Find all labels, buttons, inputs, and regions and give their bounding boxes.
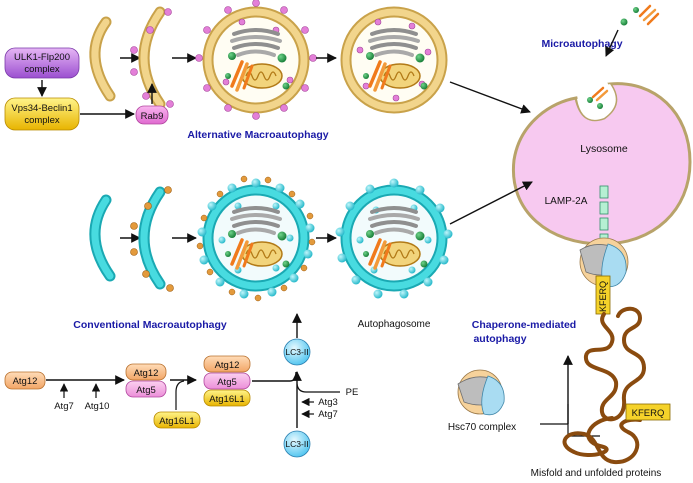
pe-label: PE: [346, 387, 359, 398]
hsc70-complex: [457, 369, 505, 416]
arrow-micro: [605, 29, 619, 57]
atg16l1c-label: Atg16L1: [209, 394, 244, 405]
atg3-label: Atg3: [318, 397, 338, 408]
rab9: Rab9: [135, 105, 169, 125]
lc3-i-bottom: LC3-II: [283, 430, 311, 458]
atg7-label: Atg7: [54, 401, 74, 412]
atg12-label: Atg12: [13, 376, 38, 387]
ulk1-complex: ULK1-Flp200 complex: [4, 47, 80, 79]
hsc70-label: Hsc70 complex: [448, 422, 516, 433]
atg-complex: Atg12 Atg5 Atg16L1: [203, 355, 251, 407]
ulk1-label-1: ULK1-Flp200: [14, 52, 70, 63]
rab9-label: Rab9: [141, 111, 164, 122]
atg12-pill: Atg12: [4, 371, 46, 390]
vps34-label-2: complex: [24, 115, 60, 126]
lc3-top-label: LC3-II: [285, 347, 308, 357]
alt-autophagosome-2: [340, 6, 448, 114]
cma-label-2: autophagy: [473, 333, 526, 345]
lamp-label: LAMP-2A: [545, 196, 588, 207]
conventional-label: Conventional Macroautophagy: [73, 319, 227, 331]
conv-autophagosome-2: [335, 178, 453, 299]
ulk1-label-2: complex: [24, 64, 60, 75]
atg10-label: Atg10: [85, 401, 110, 412]
atg16l1-pill: Atg16L1: [153, 411, 201, 429]
arrow-conv-to-lysosome: [449, 181, 533, 225]
unfolded-protein-bound: [584, 306, 647, 422]
micro-cargo: [620, 4, 660, 26]
atg12-atg5-conjugate: Atg12 Atg5: [125, 363, 167, 398]
misfold-label: Misfold and unfolded proteins: [531, 468, 662, 479]
atg16l1-label: Atg16L1: [159, 416, 194, 427]
alternative-label: Alternative Macroautophagy: [187, 129, 328, 141]
atg12c-label: Atg12: [215, 360, 240, 371]
cma-label-1: Chaperone-mediated: [472, 319, 576, 331]
arrow-alt-to-lysosome: [449, 81, 531, 114]
vps34-complex: Vps34-Beclin1 complex: [4, 97, 80, 131]
lc3-bottom-label: LC3-II: [285, 439, 308, 449]
alternative-pathway: [89, 0, 531, 120]
micro-label: Microautophagy: [541, 38, 622, 50]
conjugation-pathway: Atg12 Atg7 Atg10 Atg12 Atg5 Atg16L1 Atg1…: [4, 313, 359, 458]
conventional-pathway: [89, 175, 533, 302]
lysosome: [511, 82, 692, 246]
atg7b-label: Atg7: [318, 409, 338, 420]
alt-autophagosome-1: [195, 0, 317, 120]
kferq-bound-label: KFERQ: [598, 281, 608, 312]
vps34-label-1: Vps34-Beclin1: [11, 103, 72, 114]
atg12b-label: Atg12: [134, 368, 159, 379]
atg5b-label: Atg5: [136, 385, 156, 396]
autophagosome-label: Autophagosome: [358, 319, 431, 330]
lysosome-label: Lysosome: [580, 143, 628, 155]
lc3-ii-top: LC3-II: [283, 338, 311, 366]
conv-autophagosome-1: [196, 175, 316, 302]
atg5c-label: Atg5: [217, 377, 237, 388]
misfolded-protein: KFERQ: [562, 403, 671, 465]
kferq-free-label: KFERQ: [632, 408, 665, 419]
cma-complex-bound: KFERQ: [579, 237, 629, 315]
